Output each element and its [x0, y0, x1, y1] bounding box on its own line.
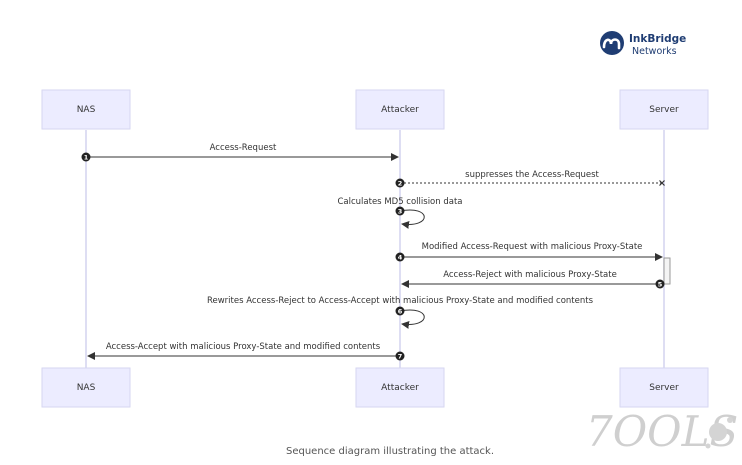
- actor-attacker-top: Attacker: [355, 89, 445, 130]
- actor-server-bottom: Server: [619, 367, 709, 408]
- sequence-number: 6: [398, 308, 403, 316]
- actor-label: Server: [649, 383, 679, 393]
- actor-nas-bottom: NAS: [41, 367, 131, 408]
- sequence-number-badge: [395, 206, 405, 216]
- sequence-number: 4: [398, 254, 403, 262]
- message-5: Access-Reject with malicious Proxy-State…: [401, 270, 665, 289]
- sequence-number: 2: [398, 180, 403, 188]
- actor-label: NAS: [77, 105, 96, 115]
- message-label: Access-Accept with malicious Proxy-State…: [106, 342, 381, 352]
- message-7: Access-Accept with malicious Proxy-State…: [87, 342, 405, 361]
- message-label: Calculates MD5 collision data: [337, 197, 462, 207]
- company-logo: InkBridge Networks: [600, 31, 686, 57]
- sequence-number-badge: [395, 252, 405, 262]
- message-6: Rewrites Access-Reject to Access-Accept …: [207, 296, 594, 329]
- sequence-number: 5: [658, 281, 663, 289]
- actor-label: Attacker: [381, 383, 419, 393]
- figure-caption: Sequence diagram illustrating the attack…: [286, 446, 494, 457]
- cross-end-icon: [659, 180, 665, 186]
- sequence-number-badge: [395, 306, 405, 316]
- message-4: Modified Access-Request with malicious P…: [395, 242, 663, 262]
- actor-server-top: Server: [619, 89, 709, 130]
- message-label: Access-Reject with malicious Proxy-State: [443, 270, 617, 280]
- message-label: suppresses the Access-Request: [465, 170, 599, 180]
- message-1: Access-Request 1: [81, 143, 399, 162]
- message-label: Modified Access-Request with malicious P…: [422, 242, 643, 252]
- watermark: 7OOLS: [586, 407, 738, 456]
- message-3: Calculates MD5 collision data 3: [337, 197, 463, 229]
- message-2: suppresses the Access-Request 2: [395, 170, 665, 188]
- sequence-number: 7: [398, 353, 403, 361]
- sequence-number-badge: [81, 152, 91, 162]
- message-label: Rewrites Access-Reject to Access-Accept …: [207, 296, 594, 306]
- sequence-number-badge: [395, 178, 405, 188]
- actor-nas-top: NAS: [41, 89, 131, 130]
- sequence-number: 1: [84, 154, 89, 162]
- logo-subtitle: Networks: [632, 46, 677, 57]
- sequence-number-badge: [395, 351, 405, 361]
- actor-label: Attacker: [381, 105, 419, 115]
- message-label: Access-Request: [210, 143, 277, 153]
- server-activation-bar: [663, 257, 671, 285]
- actor-label: Server: [649, 105, 679, 115]
- actor-label: NAS: [77, 383, 96, 393]
- splatter-icon: [709, 423, 727, 441]
- sequence-number-badge: [655, 279, 665, 289]
- sequence-number: 3: [398, 208, 403, 216]
- logo-name: InkBridge: [629, 33, 686, 45]
- actor-attacker-bottom: Attacker: [355, 367, 445, 408]
